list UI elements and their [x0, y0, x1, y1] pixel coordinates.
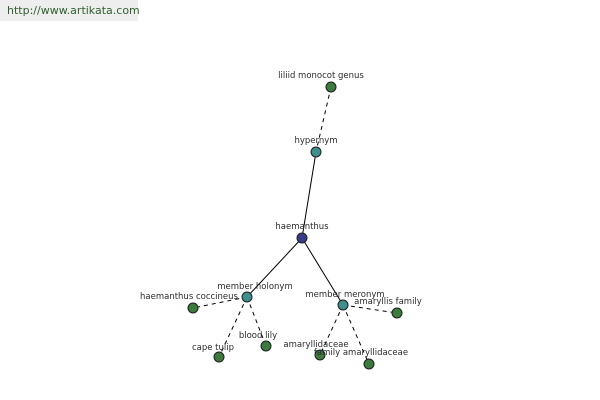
node-label-amaryllis-family[interactable]: amaryllis family: [354, 297, 422, 307]
node-dot-member-meronym[interactable]: [337, 299, 349, 311]
edge-center-to-member-holonym: [246, 237, 303, 298]
node-label-member-meronym[interactable]: member meronym: [305, 290, 384, 300]
node-label-cape-tulip[interactable]: cape tulip: [192, 343, 234, 353]
edge-member-meronym-to-amaryllidaceae: [319, 304, 344, 356]
edge-member-holonym-to-blood-lily: [246, 296, 267, 347]
edge-member-holonym-to-haemanthus-coccineus: [192, 296, 248, 309]
node-label-amaryllidaceae[interactable]: amaryllidaceae: [283, 340, 348, 350]
node-label-blood-lily[interactable]: blood lily: [239, 331, 277, 341]
node-label-haemanthus-coccineus[interactable]: haemanthus coccineus: [140, 292, 239, 302]
nodes-layer: liliid monocot genus hypernym haemanthus me…: [140, 71, 422, 370]
node-member-holonym[interactable]: member holonym: [217, 282, 293, 303]
edge-member-meronym-to-amaryllis-family: [342, 304, 398, 314]
node-dot-amaryllis-family[interactable]: [391, 307, 403, 319]
node-family-amaryllidaceae[interactable]: family amaryllidaceae: [314, 348, 408, 370]
node-blood-lily[interactable]: blood lily: [239, 331, 277, 352]
node-label-center[interactable]: haemanthus: [275, 222, 329, 232]
edge-center-to-member-meronym: [301, 237, 344, 306]
node-dot-cape-tulip[interactable]: [213, 351, 225, 363]
node-amaryllidaceae[interactable]: amaryllidaceae: [283, 340, 349, 361]
edges-layer: [192, 86, 398, 365]
node-dot-liliid[interactable]: [325, 81, 337, 93]
node-member-meronym[interactable]: member meronym: [305, 290, 385, 311]
edge-member-meronym-to-family-amaryllidaceae: [342, 304, 370, 365]
node-label-member-holonym[interactable]: member holonym: [217, 282, 292, 292]
node-haemanthus-coccineus[interactable]: haemanthus coccineus: [140, 292, 239, 314]
site-url[interactable]: http://www.artikata.com: [0, 0, 140, 21]
node-label-liliid[interactable]: liliid monocot genus: [278, 71, 364, 81]
node-label-hypernym[interactable]: hypernym: [294, 136, 337, 146]
node-dot-member-holonym[interactable]: [241, 291, 253, 303]
node-center[interactable]: haemanthus: [275, 222, 329, 244]
node-dot-blood-lily[interactable]: [260, 340, 272, 352]
node-liliid[interactable]: liliid monocot genus: [278, 71, 364, 93]
node-dot-center[interactable]: [296, 232, 308, 244]
node-dot-family-amaryllidaceae[interactable]: [363, 358, 375, 370]
edge-liliid-to-hypernym: [315, 86, 332, 153]
edge-hypernym-to-center: [301, 151, 317, 239]
node-dot-amaryllidaceae[interactable]: [314, 349, 326, 361]
node-dot-haemanthus-coccineus[interactable]: [187, 302, 199, 314]
node-cape-tulip[interactable]: cape tulip: [192, 343, 234, 363]
edge-member-holonym-to-cape-tulip: [218, 296, 248, 358]
node-dot-hypernym[interactable]: [310, 146, 322, 158]
node-hypernym[interactable]: hypernym: [294, 136, 338, 158]
node-label-family-amaryllidaceae[interactable]: family amaryllidaceae: [314, 348, 408, 358]
node-amaryllis-family[interactable]: amaryllis family: [354, 297, 422, 319]
